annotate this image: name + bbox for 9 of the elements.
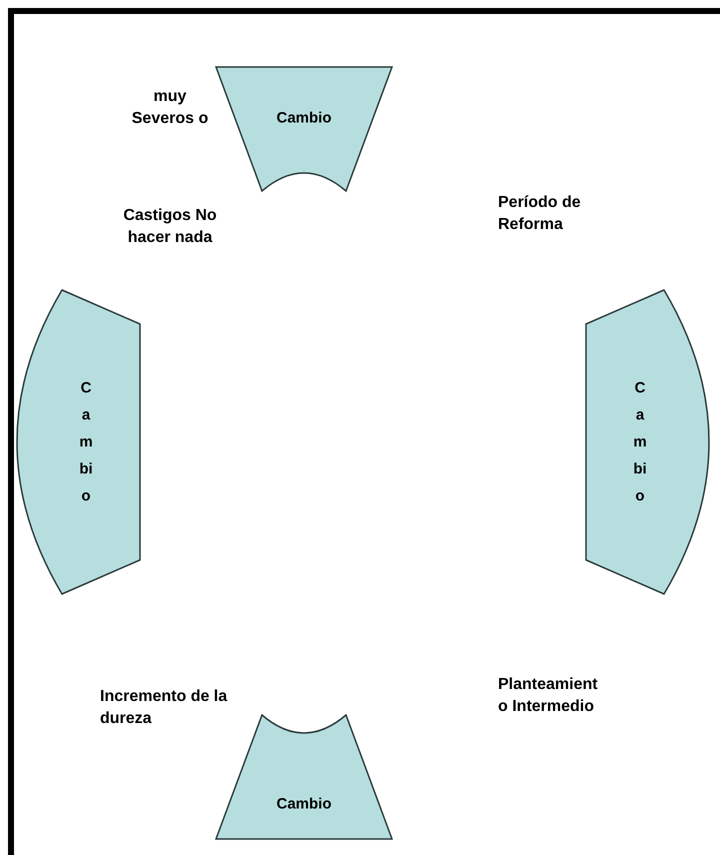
stage-note: muy Severos o xyxy=(130,87,210,129)
stage-note: Período de Reforma xyxy=(498,193,582,235)
segment-label: Cambio xyxy=(276,796,332,812)
segment-label: Cambio xyxy=(276,110,332,126)
segment-label: Cambio xyxy=(632,378,648,506)
segment-label: Cambio xyxy=(78,378,94,506)
stage-note: Castigos No hacer nada xyxy=(122,206,218,248)
stage-note: Incremento de la dureza xyxy=(100,687,228,729)
stage-note: Planteamiento Intermedio xyxy=(498,675,598,717)
